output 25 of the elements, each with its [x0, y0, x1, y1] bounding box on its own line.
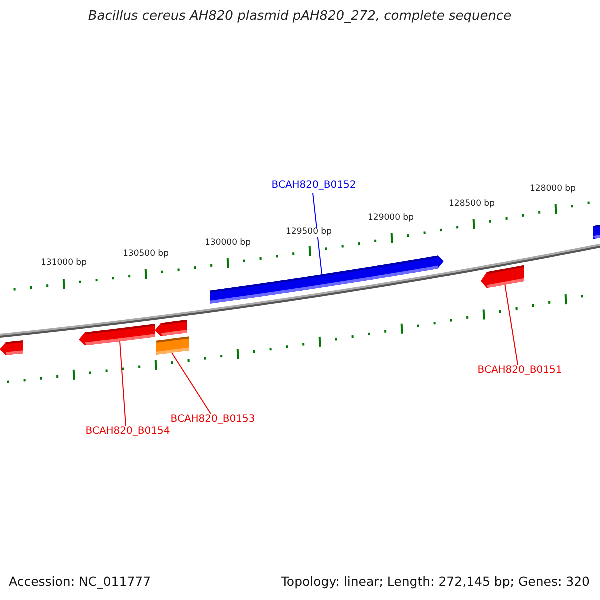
footer-text: Topology: linear; Length: 272,145 bp; Genes: 320: [281, 575, 590, 589]
leader-line: [312, 192, 322, 274]
title: Bacillus cereus AH820 plasmid pAH820_272, complete sequence: [87, 10, 513, 24]
footer-text: Accession: NC_011777: [9, 575, 152, 589]
gene-label: BCAH820_B0154: [78, 426, 178, 437]
tick-label: 130500 bp: [122, 250, 170, 260]
gene-bar: [156, 336, 189, 355]
gene-label: BCAH820_B0151: [470, 365, 570, 376]
leader-line: [504, 284, 518, 366]
gene-feature: [155, 320, 187, 336]
gene-feature: [210, 256, 444, 304]
tick-label: 128500 bp: [448, 200, 496, 210]
tick-label: 128000 bp: [529, 185, 577, 194]
gene-feature: [79, 324, 155, 346]
gene-label: BCAH820_B0152: [264, 180, 364, 191]
tick-label: 131000 bp: [40, 259, 88, 268]
tick-label: 129500 bp: [285, 228, 333, 238]
tick-label: 130000 bp: [204, 239, 252, 248]
gene-label: BCAH820_B0153: [163, 414, 263, 425]
leader-line: [120, 340, 126, 426]
tick-label: 129000 bp: [367, 214, 415, 224]
gene-feature: [481, 265, 524, 288]
leader-line: [172, 352, 212, 414]
gene-feature: [0, 340, 23, 356]
gene-bar: [593, 224, 600, 240]
